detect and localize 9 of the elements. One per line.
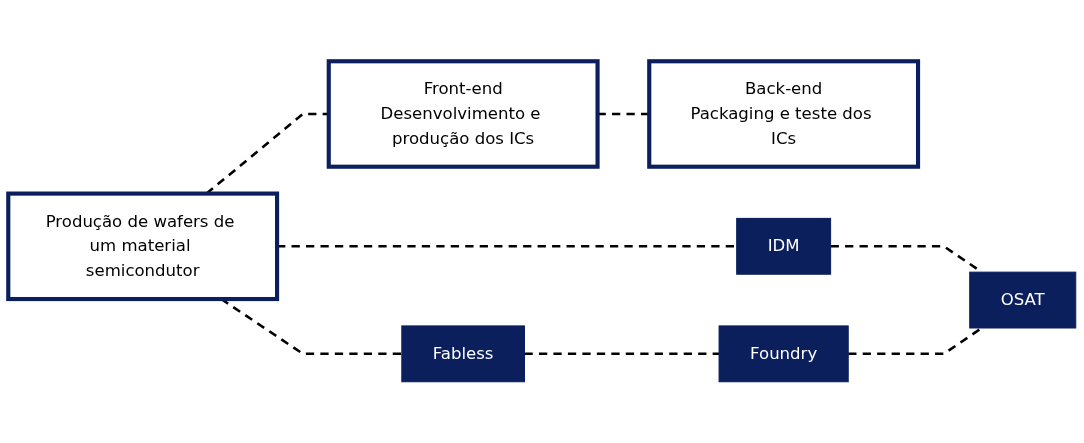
- node-box: Produção de wafers de um material semicondutor: [6, 191, 280, 302]
- connector: [524, 352, 720, 356]
- node-box: OSAT: [969, 271, 1077, 329]
- node-box: Front-end Desenvolvimento e produção dos ICs: [326, 59, 600, 169]
- node-box: IDM: [736, 217, 832, 275]
- node-box: Foundry: [718, 325, 849, 383]
- node-box: Back-end Packaging e teste dos ICs: [647, 59, 921, 169]
- connector: [848, 326, 983, 356]
- node-box: Fabless: [401, 325, 525, 383]
